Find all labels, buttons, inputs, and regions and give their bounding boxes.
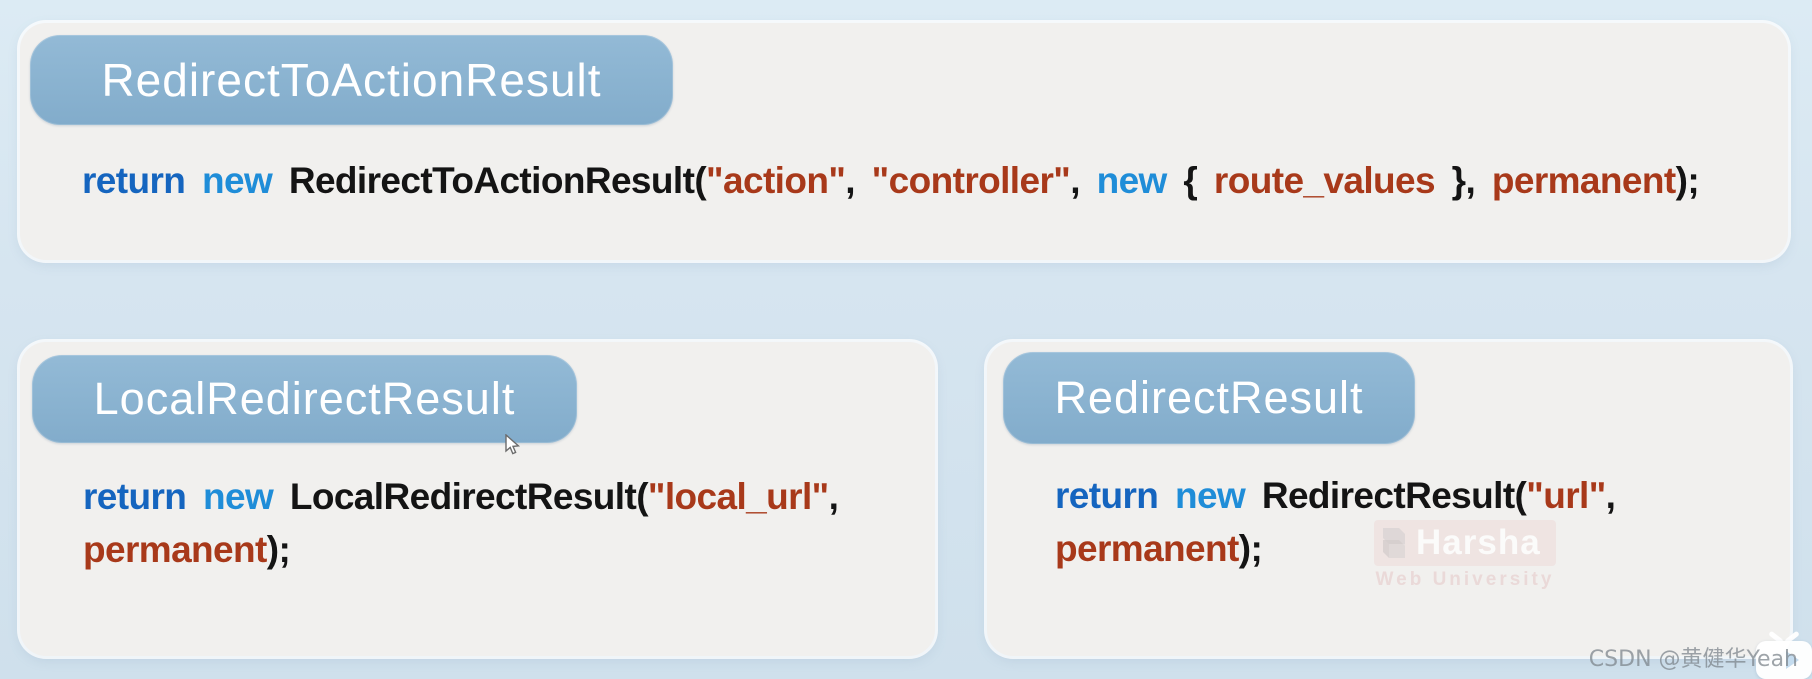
code-token: new: [1174, 475, 1262, 516]
code-token: return: [1055, 475, 1175, 516]
code-line: return new RedirectResult("url",: [1055, 469, 1616, 522]
code-token: "action": [706, 160, 846, 201]
code-line: return new RedirectToActionResult("actio…: [82, 154, 1700, 207]
code-token: ,: [845, 160, 872, 201]
code-token: {: [1166, 160, 1214, 201]
code-token: permanent: [1055, 528, 1239, 569]
code-token: new: [201, 160, 289, 201]
code-token: LocalRedirectResult(: [289, 476, 649, 517]
tv-logo-icon: [1756, 629, 1812, 679]
harsha-logo-icon: [1383, 528, 1405, 558]
card-title-badge: RedirectToActionResult: [30, 35, 673, 125]
harsha-watermark: Harsha Web University: [1374, 520, 1556, 591]
card-title: RedirectToActionResult: [101, 54, 602, 106]
code-token: ,: [828, 476, 839, 517]
code-token: ,: [1070, 160, 1097, 201]
code-token: ,: [1605, 475, 1616, 516]
card-redirect-to-action-result: RedirectToActionResult return new Redire…: [20, 23, 1788, 260]
code-snippet: return new RedirectToActionResult("actio…: [82, 154, 1700, 207]
harsha-watermark-band: Harsha: [1374, 520, 1556, 566]
code-token: permanent: [1491, 160, 1676, 201]
code-token: "url": [1526, 475, 1606, 516]
card-title: LocalRedirectResult: [93, 373, 516, 424]
code-token: },: [1435, 160, 1492, 201]
card-title-badge: RedirectResult: [1003, 352, 1415, 444]
code-token: return: [82, 160, 202, 201]
code-token: );: [266, 529, 291, 570]
code-token: RedirectToActionResult(: [288, 160, 707, 201]
code-token: new: [202, 476, 290, 517]
code-line: permanent);: [1055, 522, 1615, 575]
card-redirect-result: RedirectResult return new RedirectResult…: [987, 342, 1790, 656]
code-token: new: [1096, 160, 1168, 201]
code-token: );: [1675, 160, 1700, 201]
code-token: RedirectResult(: [1261, 475, 1527, 516]
code-snippet: return new RedirectResult("url",permanen…: [1055, 469, 1616, 575]
code-token: );: [1238, 528, 1263, 569]
code-token: "local_url": [647, 476, 829, 517]
harsha-watermark-title: Harsha: [1416, 523, 1541, 562]
code-snippet: return new LocalRedirectResult("local_ur…: [83, 470, 839, 576]
card-title-badge: LocalRedirectResult: [32, 355, 577, 443]
csdn-watermark: CSDN @黄健华Yeah: [1588, 647, 1798, 672]
code-line: return new LocalRedirectResult("local_ur…: [83, 470, 839, 523]
tv-logo-body: [1756, 641, 1812, 679]
harsha-watermark-subtitle: Web University: [1375, 569, 1555, 590]
mouse-cursor-icon: [505, 434, 521, 455]
code-token: permanent: [83, 529, 267, 570]
card-title: RedirectResult: [1054, 372, 1364, 423]
code-line: permanent);: [83, 523, 838, 576]
card-local-redirect-result: LocalRedirectResult return new LocalRedi…: [20, 342, 935, 656]
code-token: route_values: [1213, 160, 1436, 201]
play-triangle-icon: [1786, 651, 1799, 669]
code-token: return: [83, 476, 203, 517]
code-token: "controller": [871, 160, 1071, 201]
